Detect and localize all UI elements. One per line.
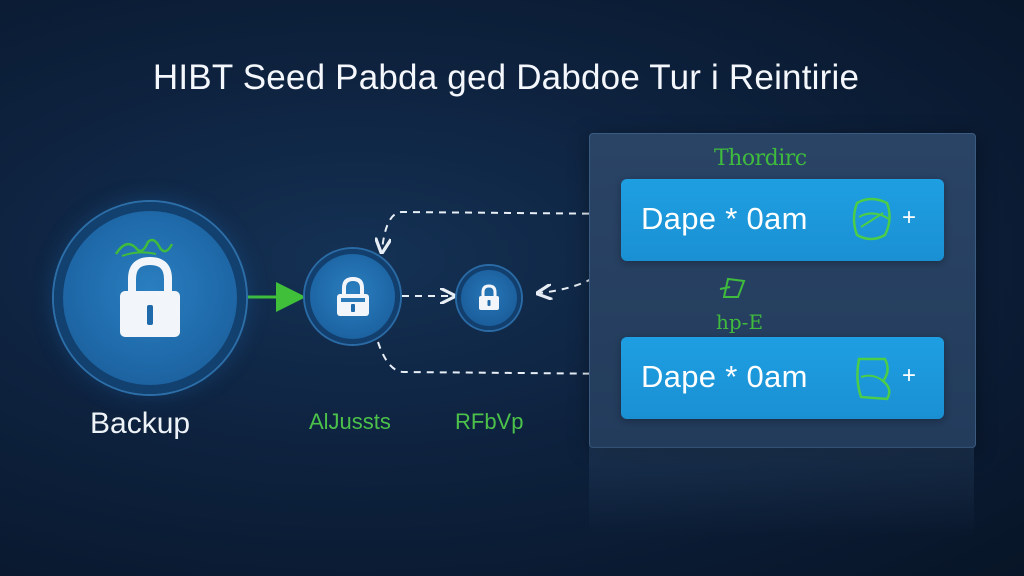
card-label: Dape * 0am xyxy=(641,359,808,394)
panel-handwritten-top: Thordirc xyxy=(714,146,807,171)
adjust-node xyxy=(305,249,400,344)
lock-icon xyxy=(479,284,499,310)
backup-node xyxy=(54,202,246,394)
card-label: Dape * 0am xyxy=(641,201,808,236)
panel-handwritten-mid: hp-E xyxy=(716,310,764,334)
dashed-arrow-card1-to-adjust xyxy=(382,210,629,250)
refresh-label: RFbVp xyxy=(455,409,524,434)
lock-icon xyxy=(120,256,180,337)
page-title: HIBT Seed Pabda ged Dabdoe Tur i Reintir… xyxy=(152,58,860,97)
adjust-label: AlJussts xyxy=(309,409,391,434)
lock-icon xyxy=(336,276,369,316)
scribble-icon xyxy=(852,197,891,241)
add-icon[interactable]: + xyxy=(902,204,917,231)
dashed-arrow-adjust-to-card2 xyxy=(377,341,633,375)
scribble-icon xyxy=(856,357,891,401)
panel-reflection xyxy=(589,446,974,536)
backup-label: Backup xyxy=(90,407,191,440)
panel-card[interactable]: Dape * 0am + xyxy=(621,179,944,261)
add-icon[interactable]: + xyxy=(902,362,917,389)
refresh-node xyxy=(457,266,521,330)
panel-card[interactable]: Dape * 0am + xyxy=(621,337,944,419)
scribble-icon xyxy=(114,238,174,257)
scribble-icon xyxy=(719,277,746,298)
